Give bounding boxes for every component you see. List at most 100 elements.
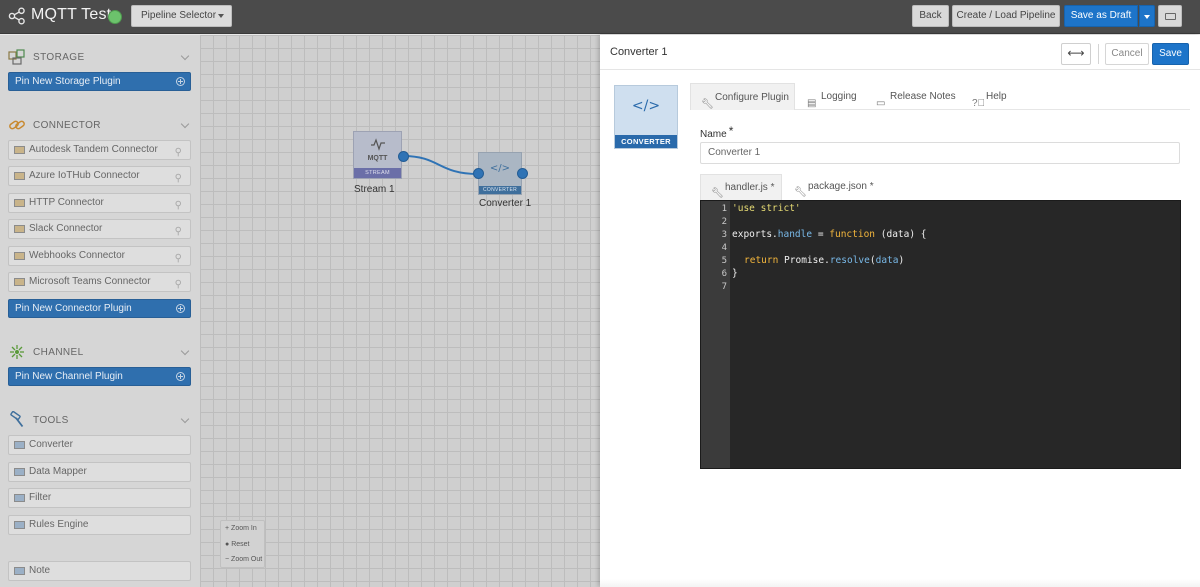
code-token: handle	[777, 229, 813, 240]
tab-configure-plugin[interactable]: 🔧︎ Configure Plugin	[690, 83, 795, 110]
input-port[interactable]	[473, 168, 484, 179]
required-marker: *	[728, 124, 734, 138]
expand-panel-button[interactable]: ⟷	[1061, 43, 1091, 65]
code-token: 'use strict'	[732, 203, 801, 214]
save-button[interactable]: Save	[1152, 43, 1189, 65]
output-port[interactable]	[398, 151, 409, 162]
zoom-in-button[interactable]: + Zoom In	[225, 525, 257, 532]
help-circle-icon: ?⃝	[972, 98, 986, 109]
keyboard-shortcuts-button[interactable]	[1158, 5, 1182, 27]
pin-new-channel-plugin-button[interactable]: Pin New Channel Plugin	[8, 367, 191, 386]
name-input[interactable]: Converter 1	[700, 142, 1180, 164]
plugin-icon	[14, 521, 25, 529]
line-number: 4	[721, 243, 727, 253]
plugin-item[interactable]: Microsoft Teams Connector ⚲	[8, 272, 191, 292]
note-tool-item[interactable]: Note	[8, 561, 191, 581]
zoom-reset-label: Reset	[231, 541, 250, 548]
pipeline-selector-dropdown[interactable]: Pipeline Selector	[131, 5, 232, 27]
plugin-icon	[14, 441, 25, 449]
pin-icon[interactable]: ⚲	[174, 200, 182, 211]
plus-icon: +	[225, 525, 232, 532]
tab-help[interactable]: ?⃝ Help	[962, 83, 1018, 110]
connector-section-header[interactable]: CONNECTOR	[8, 116, 192, 134]
code-token: )	[898, 255, 905, 266]
pin-icon[interactable]: ⚲	[174, 147, 182, 158]
plugin-item[interactable]: Rules Engine	[8, 515, 191, 535]
plugin-item[interactable]: Filter	[8, 488, 191, 508]
stream-node[interactable]: MQTT STREAM	[353, 131, 402, 179]
plugin-item[interactable]: Webhooks Connector ⚲	[8, 246, 191, 266]
pin-icon[interactable]: ⚲	[174, 173, 182, 184]
code-line: return Promise.resolve(data)	[744, 255, 904, 266]
save-options-dropdown-button[interactable]	[1139, 5, 1155, 27]
plugin-item-label: Converter	[29, 439, 73, 450]
caret-down-icon	[1144, 15, 1150, 19]
panel-tabs: 🔧︎ Configure Plugin ▤ Logging ▭ Release …	[690, 83, 1190, 110]
plugin-item-label: Data Mapper	[29, 466, 87, 477]
code-brackets-icon: </>	[631, 98, 661, 114]
plus-circle-icon	[176, 77, 185, 86]
line-number: 3	[721, 230, 727, 240]
connector-section-label: CONNECTOR	[33, 120, 101, 131]
hammer-icon	[10, 411, 24, 428]
pin-icon[interactable]: ⚲	[174, 226, 182, 237]
line-number: 6	[721, 269, 727, 279]
create-load-pipeline-button[interactable]: Create / Load Pipeline	[952, 5, 1060, 27]
output-port[interactable]	[517, 168, 528, 179]
tab-package-json[interactable]: 🔧︎ package.json *	[784, 174, 880, 200]
channel-section-header[interactable]: CHANNEL	[8, 343, 192, 361]
pin-icon[interactable]: ⚲	[174, 253, 182, 264]
note-tool-label: Note	[29, 565, 51, 576]
back-button[interactable]: Back	[912, 5, 949, 27]
plugin-item-label: Microsoft Teams Connector	[29, 276, 151, 287]
code-editor[interactable]: 1 2 3 4 5 6 7 'use strict' exports.handl…	[700, 200, 1181, 469]
top-bar: MQTT Test Pipeline Selector Back Create …	[0, 0, 1200, 34]
tab-label: Release Notes	[890, 91, 956, 102]
keyboard-icon	[1165, 13, 1176, 20]
plugin-item[interactable]: Autodesk Tandem Connector ⚲	[8, 140, 191, 160]
zoom-controls: + Zoom In ● Reset − Zoom Out	[220, 520, 265, 568]
name-label-text: Name	[700, 129, 727, 140]
wrench-icon: 🔧︎	[711, 188, 724, 199]
file-tabs: 🔧︎ handler.js * 🔧︎ package.json *	[700, 174, 1180, 200]
pin-new-connector-plugin-button[interactable]: Pin New Connector Plugin	[8, 299, 191, 318]
plugin-icon	[14, 199, 25, 207]
code-token: resolve	[829, 255, 870, 266]
code-line: }	[732, 268, 738, 279]
save-as-draft-button[interactable]: Save as Draft	[1064, 5, 1138, 27]
plugin-item[interactable]: Slack Connector ⚲	[8, 219, 191, 239]
tools-section-header[interactable]: TOOLS	[8, 411, 192, 429]
code-brackets-icon: </>	[489, 163, 511, 174]
plugin-item[interactable]: Converter	[8, 435, 191, 455]
plugin-item[interactable]: Azure IoTHub Connector ⚲	[8, 166, 191, 186]
plugin-icon	[14, 278, 25, 286]
plugin-icon	[14, 146, 25, 154]
pin-new-storage-plugin-label: Pin New Storage Plugin	[15, 76, 121, 87]
plugin-item-label: Webhooks Connector	[29, 250, 125, 261]
pipeline-canvas[interactable]	[200, 35, 600, 587]
plugin-item[interactable]: Data Mapper	[8, 462, 191, 482]
zoom-out-button[interactable]: − Zoom Out	[225, 556, 262, 563]
tab-handler-js[interactable]: 🔧︎ handler.js *	[700, 174, 782, 200]
converter-node[interactable]: </> CONVERTER	[478, 152, 522, 195]
zoom-reset-button[interactable]: ● Reset	[225, 541, 249, 548]
pin-icon[interactable]: ⚲	[174, 279, 182, 290]
plus-circle-icon	[176, 304, 185, 313]
name-field-label: Name*	[700, 124, 734, 140]
plugin-icon	[14, 225, 25, 233]
plugin-icon	[14, 252, 25, 260]
caret-down-icon	[218, 14, 224, 18]
code-line: 'use strict'	[732, 203, 801, 214]
line-number: 1	[721, 204, 727, 214]
storage-section-header[interactable]: STORAGE	[8, 48, 192, 66]
tab-release-notes[interactable]: ▭ Release Notes	[866, 83, 958, 110]
plugin-type-label: CONVERTER	[615, 135, 677, 148]
plugin-item[interactable]: HTTP Connector ⚲	[8, 193, 191, 213]
zoom-out-label: Zoom Out	[231, 556, 263, 563]
plugin-item-label: Azure IoTHub Connector	[29, 170, 140, 181]
cancel-button[interactable]: Cancel	[1105, 43, 1149, 65]
tab-logging[interactable]: ▤ Logging	[797, 83, 867, 110]
storage-section-label: STORAGE	[33, 52, 85, 63]
pin-new-channel-plugin-label: Pin New Channel Plugin	[15, 371, 123, 382]
pin-new-storage-plugin-button[interactable]: Pin New Storage Plugin	[8, 72, 191, 91]
